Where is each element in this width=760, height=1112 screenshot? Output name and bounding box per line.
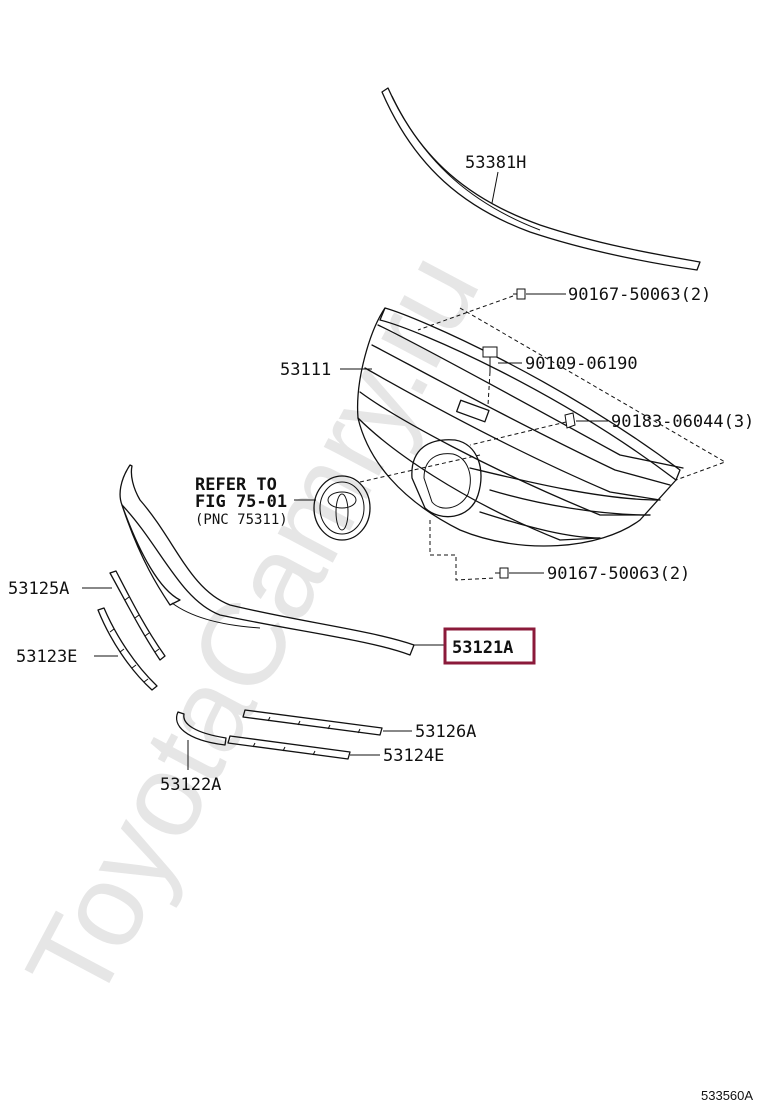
label-90109: 90109-06190 (525, 354, 638, 374)
nut-90183-icon[interactable] (564, 412, 576, 429)
part-53125a-strip[interactable] (109, 570, 166, 661)
bolt-90109-icon[interactable] (482, 346, 498, 372)
label-53124e: 53124E (383, 746, 444, 766)
label-53126a: 53126A (415, 722, 476, 742)
toyota-emblem-icon[interactable] (313, 475, 371, 541)
label-53122a: 53122A (160, 775, 221, 795)
refer-line2: FIG 75-01 (195, 492, 287, 512)
part-53381h-molding[interactable] (381, 87, 701, 271)
label-90167-top: 90167-50063(2) (568, 285, 711, 305)
clip-90167-top-icon[interactable] (513, 288, 526, 300)
label-53111: 53111 (280, 360, 331, 380)
dashed-guide-lines (359, 295, 727, 581)
highlight-box-53121a (443, 627, 536, 665)
label-53125a: 53125A (8, 579, 69, 599)
refer-line3: (PNC 75311) (195, 512, 288, 528)
clip-90167-bottom-icon[interactable] (495, 567, 509, 579)
label-53381h: 53381H (465, 153, 526, 173)
part-53126a-strip[interactable] (242, 709, 383, 736)
label-53121a[interactable]: 53121A (452, 638, 513, 658)
label-53123e: 53123E (16, 647, 77, 667)
leader-53381h (491, 171, 499, 204)
part-53122a-corner[interactable] (176, 711, 227, 746)
figure-id: 533560A (701, 1088, 753, 1103)
part-53124e-strip[interactable] (227, 735, 351, 760)
refer-line1: REFER TO (195, 475, 277, 495)
label-90167-bottom: 90167-50063(2) (547, 564, 690, 584)
part-53123e-strip[interactable] (97, 607, 158, 691)
label-90183: 90183-06044(3) (611, 412, 754, 432)
